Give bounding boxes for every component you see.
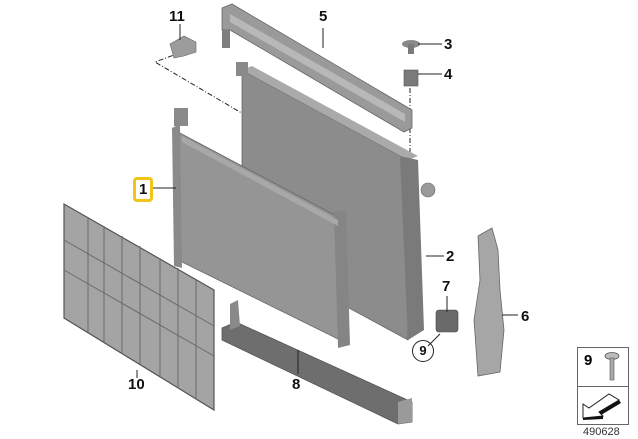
- part-6-side-guide: [473, 227, 505, 377]
- callout-8[interactable]: 8: [292, 376, 301, 393]
- callout-11[interactable]: 11: [169, 8, 185, 25]
- assembly-line-11: [153, 51, 263, 133]
- screw-icon: [604, 352, 620, 381]
- part-1-front-radiator: [172, 108, 350, 348]
- callout-6[interactable]: 6: [521, 308, 530, 325]
- callout-10[interactable]: 10: [128, 376, 145, 393]
- part-4-mount: [403, 69, 419, 87]
- legend-screw-cell: 9: [578, 348, 628, 387]
- callout-7[interactable]: 7: [442, 278, 451, 295]
- part-11-bleed-valve: [169, 35, 197, 59]
- leader-lines: [136, 24, 518, 378]
- callout-9[interactable]: 9: [412, 340, 434, 362]
- part-7-bracket: [435, 309, 459, 333]
- part-10-grille: [63, 202, 215, 412]
- diagram-id: 490628: [583, 426, 620, 438]
- part-5-upper-duct: [221, 3, 413, 133]
- callout-1[interactable]: 1: [133, 177, 154, 202]
- part-8-lower-duct: [221, 300, 413, 425]
- callout-3[interactable]: 3: [444, 36, 453, 53]
- callout-5[interactable]: 5: [319, 8, 328, 25]
- reference-legend-box: 9: [577, 347, 629, 425]
- legend-number: 9: [584, 352, 593, 369]
- callout-2[interactable]: 2: [446, 248, 455, 265]
- part-3-clip: [402, 40, 420, 54]
- callout-4[interactable]: 4: [444, 66, 453, 83]
- arrow-icon: [582, 393, 621, 420]
